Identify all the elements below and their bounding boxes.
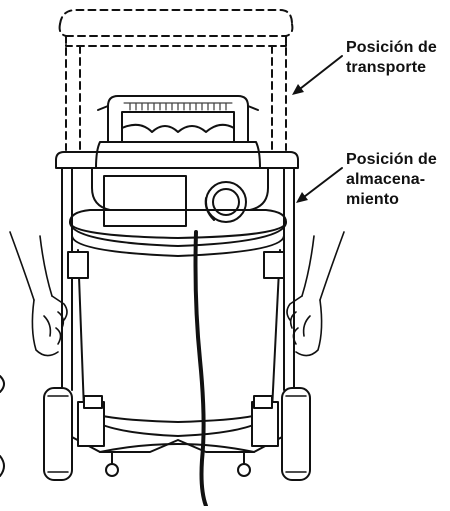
transport-callout-leader (295, 55, 343, 93)
tank-rim (69, 209, 287, 257)
tank-body (77, 249, 281, 437)
right-hand (286, 231, 345, 357)
lid-handle (97, 95, 259, 143)
left-hand (9, 231, 68, 357)
lid-latches (67, 251, 285, 279)
power-cord (193, 230, 208, 508)
storage-callout-leader (299, 167, 343, 201)
transport-position-label: Posición de transporte (346, 39, 437, 76)
transport-arrowhead (292, 84, 304, 95)
blower-port (204, 181, 247, 223)
storage-arrowhead (296, 192, 308, 203)
rear-wheel-right (281, 387, 311, 481)
rear-wheel-left (43, 387, 73, 481)
page-edge-mark-top (0, 375, 5, 393)
transport-position-handle-outline (58, 9, 294, 151)
caster-base (67, 391, 287, 477)
page-edge-mark-bottom (0, 455, 5, 477)
storage-position-label: Posición de almacena- miento (346, 151, 437, 208)
